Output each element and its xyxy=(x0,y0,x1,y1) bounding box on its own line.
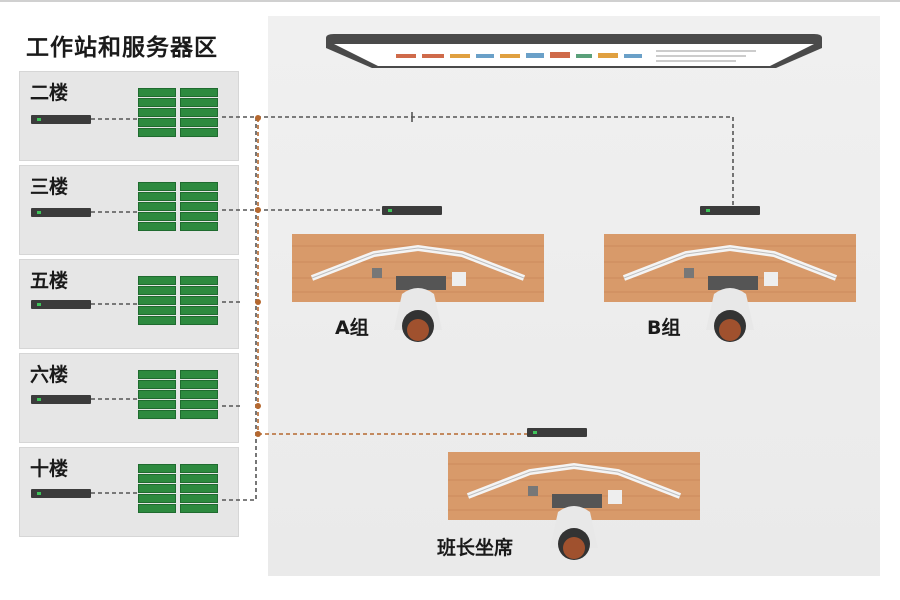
server-unit-icon xyxy=(138,182,176,191)
server-unit-icon xyxy=(180,410,218,419)
server-unit-icon xyxy=(138,192,176,201)
server-unit-icon xyxy=(180,192,218,201)
desk-switch-icon xyxy=(700,206,760,215)
server-unit-icon xyxy=(180,380,218,389)
floor-switch-icon xyxy=(31,489,91,498)
top-border xyxy=(0,0,900,2)
server-unit-icon xyxy=(138,400,176,409)
server-unit-icon xyxy=(180,222,218,231)
server-unit-icon xyxy=(180,400,218,409)
server-unit-icon xyxy=(138,276,176,285)
floor-switch-icon xyxy=(31,208,91,217)
server-unit-icon xyxy=(180,464,218,473)
server-unit-icon xyxy=(180,98,218,107)
floor-label: 六楼 xyxy=(30,364,69,386)
server-unit-icon xyxy=(138,286,176,295)
server-unit-icon xyxy=(138,128,176,137)
floor-label: 十楼 xyxy=(30,458,69,480)
floor-switch-icon xyxy=(31,115,91,124)
floor-switch-icon xyxy=(31,395,91,404)
server-unit-icon xyxy=(138,504,176,513)
desk-switch-icon xyxy=(527,428,587,437)
server-unit-icon xyxy=(180,494,218,503)
desk-switch-icon xyxy=(382,206,442,215)
server-unit-icon xyxy=(180,128,218,137)
server-unit-icon xyxy=(138,118,176,127)
server-unit-icon xyxy=(180,484,218,493)
server-unit-icon xyxy=(138,316,176,325)
desk-label: 班长坐席 xyxy=(437,537,514,559)
server-unit-icon xyxy=(138,306,176,315)
server-unit-icon xyxy=(180,390,218,399)
workstation-desk-icon xyxy=(448,452,700,560)
server-unit-icon xyxy=(138,474,176,483)
video-wall-display-icon xyxy=(326,34,822,68)
floor-label: 二楼 xyxy=(30,82,69,104)
desk-label: A组 xyxy=(335,317,369,339)
server-unit-icon xyxy=(180,182,218,191)
server-unit-icon xyxy=(180,286,218,295)
server-unit-icon xyxy=(180,212,218,221)
server-unit-icon xyxy=(138,370,176,379)
floor-label: 五楼 xyxy=(30,270,69,292)
workstation-desk-icon xyxy=(604,234,856,342)
server-unit-icon xyxy=(180,202,218,211)
server-unit-icon xyxy=(138,212,176,221)
server-unit-icon xyxy=(180,370,218,379)
server-unit-icon xyxy=(180,504,218,513)
workstation-desk-icon xyxy=(292,234,544,342)
server-unit-icon xyxy=(180,118,218,127)
server-unit-icon xyxy=(138,296,176,305)
server-unit-icon xyxy=(138,202,176,211)
server-unit-icon xyxy=(138,222,176,231)
display-chart-icon xyxy=(396,50,756,62)
server-unit-icon xyxy=(180,474,218,483)
server-unit-icon xyxy=(138,98,176,107)
server-unit-icon xyxy=(180,306,218,315)
floor-label: 三楼 xyxy=(30,176,69,198)
server-unit-icon xyxy=(138,484,176,493)
server-unit-icon xyxy=(180,316,218,325)
server-unit-icon xyxy=(180,108,218,117)
server-unit-icon xyxy=(180,88,218,97)
server-unit-icon xyxy=(138,380,176,389)
server-unit-icon xyxy=(138,390,176,399)
server-unit-icon xyxy=(138,108,176,117)
server-unit-icon xyxy=(180,276,218,285)
server-unit-icon xyxy=(138,410,176,419)
server-unit-icon xyxy=(138,88,176,97)
server-unit-icon xyxy=(138,464,176,473)
section-title: 工作站和服务器区 xyxy=(26,35,218,61)
server-unit-icon xyxy=(180,296,218,305)
floor-switch-icon xyxy=(31,300,91,309)
desk-label: B组 xyxy=(647,317,681,339)
server-unit-icon xyxy=(138,494,176,503)
